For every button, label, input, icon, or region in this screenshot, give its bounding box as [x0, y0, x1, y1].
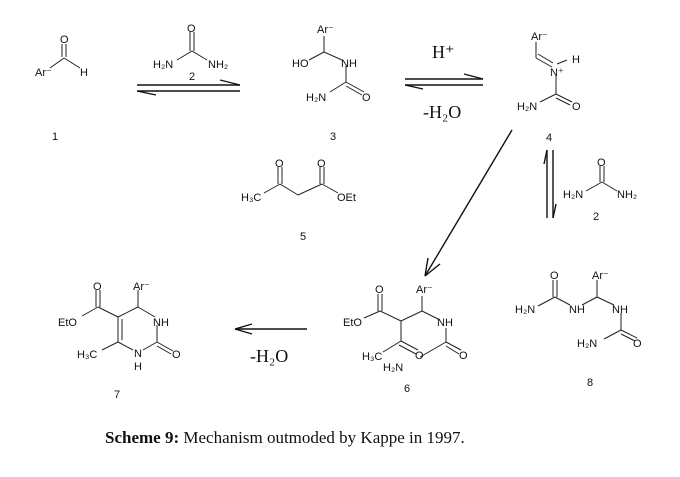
equilibrium-arrow-4-8 — [543, 149, 557, 219]
h-label: H — [134, 361, 142, 373]
o-label: O — [550, 270, 559, 282]
compound-number: 5 — [300, 231, 306, 243]
nh-label: NH — [153, 317, 169, 329]
h2n-label: H₂N — [153, 59, 173, 71]
compound-5: O O H₃C OEt 5 — [241, 158, 356, 243]
h-label: H — [80, 67, 88, 79]
urea-reagent-top: O H₂N NH₂ 2 — [153, 23, 228, 83]
nh-label: NH — [612, 304, 628, 316]
compound-number: 2 — [593, 211, 599, 223]
urea-reagent-right: O H₂N NH₂ 2 — [563, 157, 637, 223]
o-label: O — [415, 350, 424, 362]
o-label: O — [60, 34, 69, 46]
o-label: O — [172, 349, 181, 361]
o-label: O — [93, 281, 102, 293]
o-label: O — [459, 350, 468, 362]
h3c-label: H₃C — [77, 349, 97, 361]
nh2-label: NH₂ — [617, 189, 637, 201]
h2n-label: H₂N — [577, 338, 597, 350]
compound-number: 2 — [189, 71, 195, 83]
compound-7: O Ar⁻ EtO NH H₃C N H O 7 — [58, 281, 181, 401]
nh-label: NH — [437, 317, 453, 329]
arrow-6-to-7: -H₂O — [234, 323, 307, 366]
h2n-label: H₂N — [383, 362, 403, 374]
compound-8: O Ar⁻ H₂N NH NH H₂N O 8 — [515, 270, 642, 389]
caption-label: Scheme 9: — [105, 428, 179, 447]
compound-number: 4 — [546, 132, 552, 144]
nh-label: NH — [569, 304, 585, 316]
compound-3: Ar⁻ HO NH H₂N O 3 — [292, 24, 371, 143]
o-label: O — [597, 157, 606, 169]
scheme-caption: Scheme 9: Mechanism outmoded by Kappe in… — [105, 428, 465, 447]
h2n-label: H₂N — [517, 101, 537, 113]
ho-label: HO — [292, 58, 309, 70]
o-label: O — [187, 23, 196, 35]
n-label: N — [134, 348, 142, 360]
equilibrium-arrow-3-4: H⁺ -H₂O — [404, 42, 484, 122]
compound-number: 7 — [114, 389, 120, 401]
o-label: O — [633, 338, 642, 350]
compound-6: O Ar⁻ EtO NH H₃C O O H₂N 6 — [343, 284, 468, 395]
compound-number: 1 — [52, 131, 58, 143]
equilibrium-arrow-1-3 — [136, 79, 241, 96]
caption-text: Mechanism outmoded by Kappe in 1997. — [179, 428, 465, 447]
h2n-label: H₂N — [306, 92, 326, 104]
h3c-label: H₃C — [362, 351, 382, 363]
ar-label: Ar⁻ — [133, 281, 150, 293]
compound-number: 3 — [330, 131, 336, 143]
nh-label: NH — [341, 58, 357, 70]
compound-1: Ar⁻ O H 1 — [35, 34, 88, 143]
ar-label: Ar⁻ — [35, 67, 52, 79]
nh2-label: NH₂ — [208, 59, 228, 71]
minus-water-label: -H₂O — [250, 346, 288, 366]
ar-label: Ar⁻ — [317, 24, 334, 36]
h-plus-label: H⁺ — [432, 42, 455, 62]
h2n-label: H₂N — [563, 189, 583, 201]
compound-number: 6 — [404, 383, 410, 395]
ar-label: Ar⁻ — [416, 284, 433, 296]
oet-label: OEt — [337, 192, 356, 204]
h2n-label: H₂N — [515, 304, 535, 316]
iminium-n-label: N⁺ — [550, 67, 564, 79]
o-label: O — [275, 158, 284, 170]
h3c-label: H₃C — [241, 192, 261, 204]
o-label: O — [317, 158, 326, 170]
ar-label: Ar⁻ — [592, 270, 609, 282]
o-label: O — [362, 92, 371, 104]
h-label: H — [572, 54, 580, 66]
eto-label: EtO — [343, 317, 362, 329]
o-label: O — [572, 101, 581, 113]
compound-4: Ar⁻ N⁺ H H₂N O 4 — [517, 31, 581, 144]
compound-number: 8 — [587, 377, 593, 389]
o-label: O — [375, 284, 384, 296]
ar-label: Ar⁻ — [531, 31, 548, 43]
eto-label: EtO — [58, 317, 77, 329]
arrow-4-to-6 — [424, 129, 513, 277]
minus-water-label: -H₂O — [423, 102, 461, 122]
